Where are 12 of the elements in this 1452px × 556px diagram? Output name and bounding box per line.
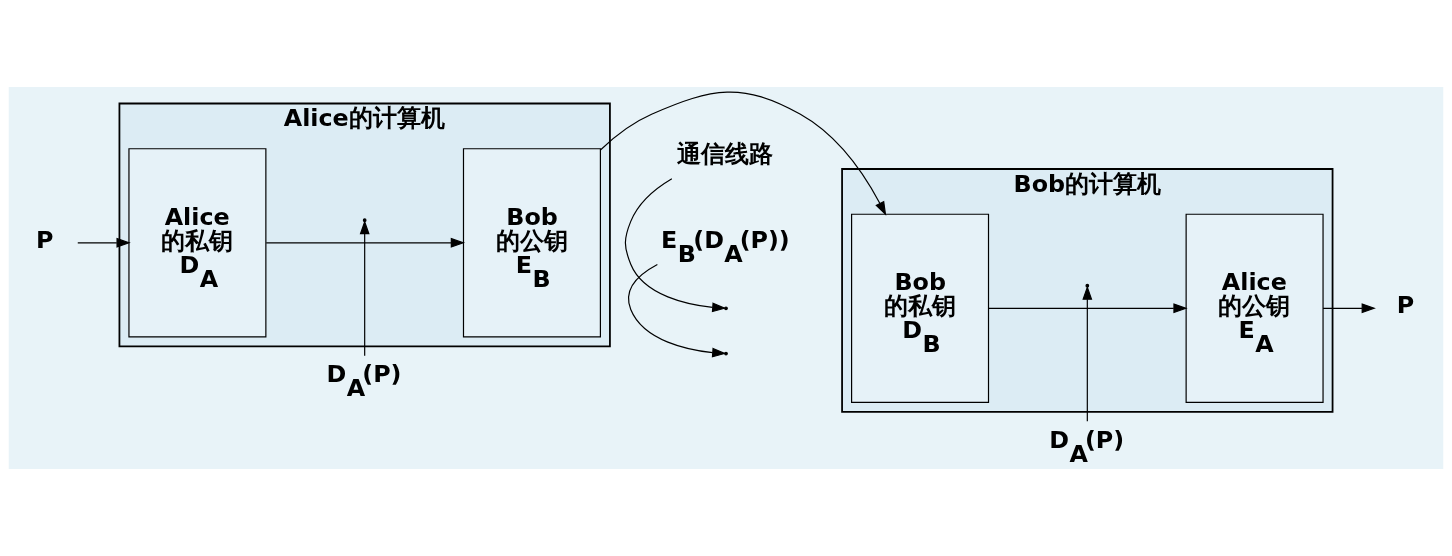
arrow — [265, 237, 466, 248]
arrow — [359, 220, 370, 357]
arrow — [600, 91, 887, 216]
arrow — [77, 237, 131, 248]
arrow — [988, 303, 1188, 314]
node-text: P — [36, 225, 54, 254]
node-text: 通信线路 — [677, 139, 774, 168]
node-text: P — [1396, 291, 1415, 320]
arrow — [1082, 285, 1093, 422]
arrow — [627, 263, 727, 358]
arrow — [1322, 303, 1376, 314]
arrow — [624, 178, 727, 313]
